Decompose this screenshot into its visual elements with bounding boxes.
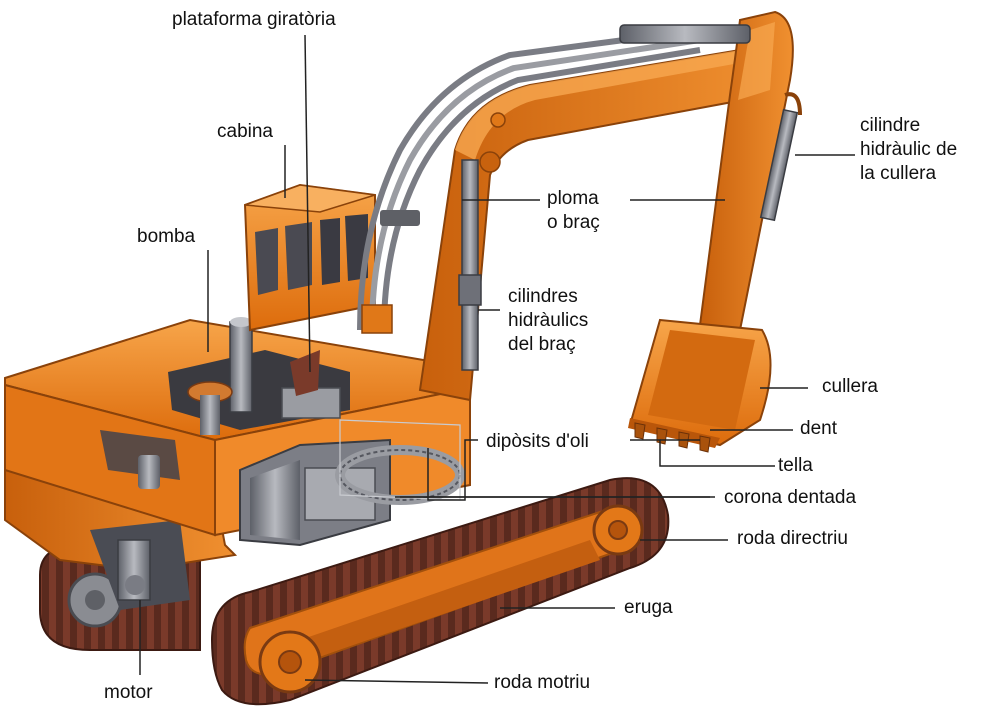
label-ploma-line1: ploma (547, 188, 599, 209)
leader-roda-motriu (304, 679, 489, 684)
cabin (243, 183, 376, 332)
label-motor: motor (104, 682, 153, 703)
label-eruga: eruga (624, 597, 673, 618)
label-cullera: cullera (822, 376, 878, 397)
label-ploma-line2: o braç (547, 212, 600, 233)
label-roda-directriu: roda directriu (737, 528, 848, 549)
label-ploma: ploma o braç (547, 187, 600, 235)
bucket (628, 318, 772, 453)
leader-lines (139, 34, 855, 684)
label-diposits-oli: dipòsits d'oli (486, 431, 589, 452)
label-tella: tella (778, 455, 813, 476)
label-dent: dent (800, 418, 837, 439)
boom-cylinder (458, 159, 482, 371)
oil-tanks (239, 419, 465, 547)
crawler-track (210, 477, 670, 706)
boom (357, 27, 772, 402)
label-cilindres-bra-line1: cilindres (508, 286, 578, 307)
bucket-teeth (634, 422, 711, 453)
label-cilindre-cullera-line1: cilindre (860, 115, 921, 136)
label-cilindres-bra-line3: del braç (508, 334, 576, 355)
stick-arm (619, 10, 802, 332)
leader-diposits (427, 439, 478, 501)
label-bomba: bomba (137, 226, 196, 247)
leader-tella (630, 439, 775, 467)
label-cilindre-cullera: cilindre hidràulic de la cullera (860, 114, 957, 186)
leader-plataforma (304, 34, 311, 373)
pump (229, 321, 253, 413)
label-plataforma-giratoria: plataforma giratòria (172, 9, 336, 30)
label-cilindre-cullera-line3: la cullera (860, 163, 937, 184)
label-roda-motriu: roda motriu (494, 672, 591, 693)
label-cilindre-cullera-line2: hidràulic de (860, 139, 958, 160)
label-cabina: cabina (217, 121, 273, 142)
label-cilindres-bra: cilindres hidràulics del braç (508, 285, 588, 357)
label-cilindres-bra-line2: hidràulics (508, 310, 589, 331)
label-corona-dentada: corona dentada (724, 487, 857, 508)
